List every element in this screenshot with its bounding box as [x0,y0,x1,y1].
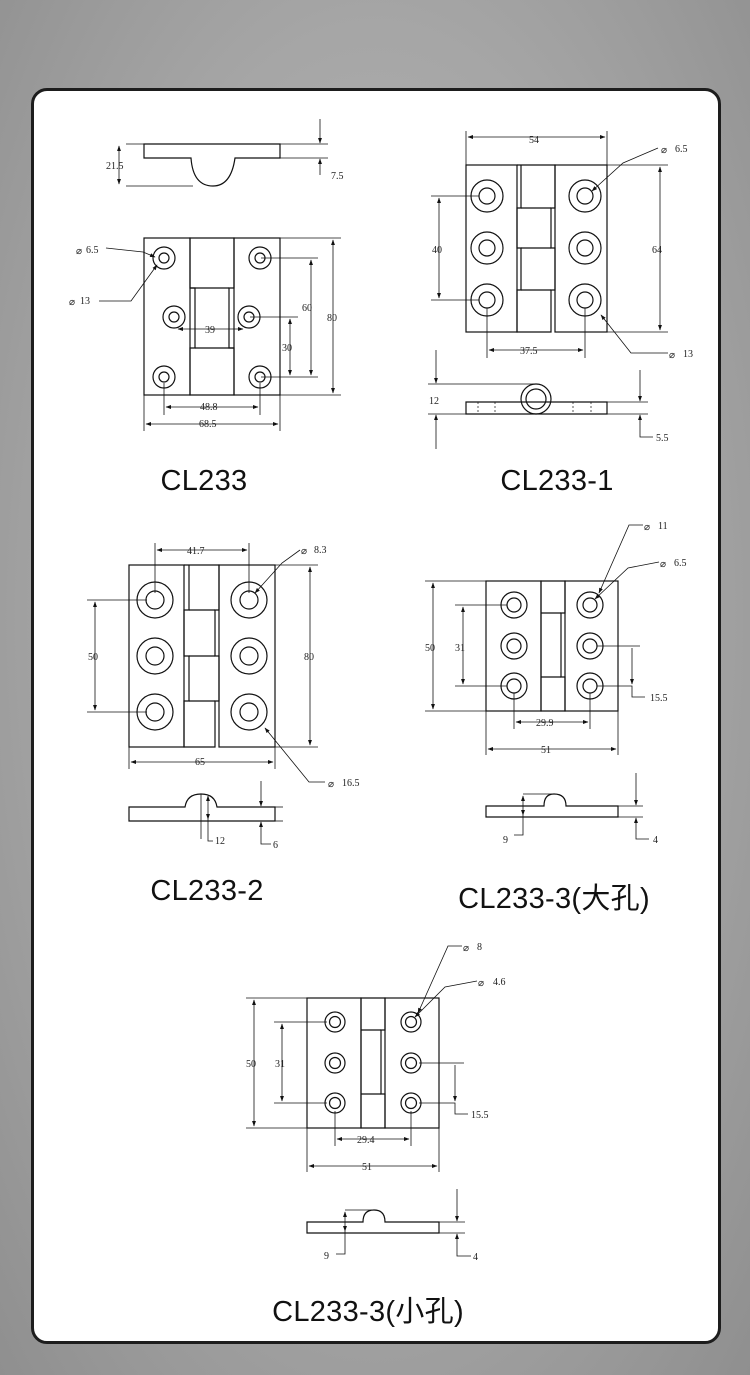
dim-cl233-short-span: 30 [282,343,292,354]
dim-cl233-2-counterbore: 16.5 [342,778,360,789]
diameter-symbol: ⌀ [478,978,484,989]
dim-cl233-2-hole-span: 50 [88,652,98,663]
drawing-cl233-3-large [425,524,660,840]
dim-cl233-3-small-hole-diameter: 4.6 [493,977,506,988]
cl233-1-front-view [431,131,668,358]
cl233-front-view [99,237,341,431]
dim-cl233-1-hole-span: 40 [432,245,442,256]
diameter-symbol: ⌀ [328,779,334,790]
cl233-3-small-side-view [306,1189,471,1257]
dim-cl233-3-small-half-span: 15.5 [471,1110,489,1121]
dim-cl233-1-counterbore: 13 [683,349,693,360]
dim-cl233-1-hole-diameter: 6.5 [675,144,688,155]
dim-cl233-3-small-hole-pitch: 29.4 [357,1135,375,1146]
dim-cl233-3-small-overall-height: 50 [246,1059,256,1070]
dim-cl233-3-large-overall-width: 51 [541,745,551,756]
model-title-cl233-3-large: CL233-3(大孔) [458,883,650,915]
cl233-3-large-front-view [425,524,660,755]
dim-cl233-3-small-thickness: 4 [473,1252,478,1263]
dim-cl233-2-overall-width: 65 [195,757,205,768]
diameter-symbol: ⌀ [644,522,650,533]
drawing-cl233-3-small [246,945,478,1257]
technical-drawings: 21.5 7.5 ⌀ 6.5 ⌀ 13 39 60 30 80 48.8 68.… [69,119,693,1263]
cl233-2-front-view [87,543,325,783]
dim-cl233-2-knuckle: 12 [215,836,225,847]
diameter-symbol: ⌀ [660,559,666,570]
dim-cl233-thickness: 7.5 [331,171,344,182]
diameter-symbol: ⌀ [463,943,469,954]
diameter-symbol: ⌀ [669,350,675,361]
dim-cl233-inner-spacing: 39 [205,325,215,336]
dim-cl233-3-large-counterbore: 11 [658,521,668,532]
dim-cl233-height: 21.5 [106,161,124,172]
diameter-symbol: ⌀ [76,246,82,257]
model-title-cl233-2: CL233-2 [150,875,264,907]
dim-cl233-1-overall-height: 64 [652,245,662,256]
dim-cl233-2-overall-height: 80 [304,652,314,663]
dim-cl233-overall-height: 80 [327,313,337,324]
drawing-cl233 [99,119,341,431]
diameter-symbol: ⌀ [661,145,667,156]
dim-cl233-1-hole-pitch: 37.5 [520,346,538,357]
dim-cl233-hole-span: 60 [302,303,312,314]
dim-cl233-overall-width: 68.5 [199,419,217,430]
dim-cl233-3-large-half-span: 15.5 [650,693,668,704]
dim-cl233-3-large-hole-pitch: 29.9 [536,718,554,729]
dim-cl233-3-large-overall-height: 50 [425,643,435,654]
dim-cl233-3-small-overall-width: 51 [362,1162,372,1173]
dim-cl233-hole-small: 13 [80,296,90,307]
cl233-2-side-view [128,781,283,845]
dim-cl233-1-thickness: 5.5 [656,433,669,444]
drawing-cl233-1 [428,131,668,449]
diameter-symbol: ⌀ [301,546,307,557]
dim-cl233-2-thickness: 6 [273,840,278,851]
dim-cl233-3-small-counterbore: 8 [477,942,482,953]
dim-cl233-2-hole-diameter: 8.3 [314,545,327,556]
model-title-cl233-1: CL233-1 [500,465,614,497]
dim-cl233-3-large-hole-span: 31 [455,643,465,654]
cl233-side-view [117,119,328,187]
dim-cl233-2-hole-pitch: 41.7 [187,546,205,557]
dim-cl233-hole-pitch: 48.8 [200,402,218,413]
cl233-3-small-front-view [246,945,478,1172]
model-title-cl233: CL233 [160,465,248,497]
dim-cl233-1-overall-width: 54 [529,135,539,146]
cl233-1-side-view [428,350,653,449]
model-title-cl233-3-small: CL233-3(小孔) [272,1296,464,1328]
cl233-3-large-side-view [485,773,649,840]
dim-cl233-3-large-knuckle: 9 [503,835,508,846]
dim-cl233-1-height: 12 [429,396,439,407]
drawing-sheet: 21.5 7.5 ⌀ 6.5 ⌀ 13 39 60 30 80 48.8 68.… [31,88,721,1344]
dim-cl233-3-small-hole-span: 31 [275,1059,285,1070]
dim-cl233-3-large-thickness: 4 [653,835,658,846]
dim-cl233-3-large-hole-diameter: 6.5 [674,558,687,569]
diameter-symbol: ⌀ [69,297,75,308]
drawing-cl233-2 [87,543,325,845]
dim-cl233-3-small-knuckle: 9 [324,1251,329,1262]
dim-cl233-hole-large: 6.5 [86,245,99,256]
